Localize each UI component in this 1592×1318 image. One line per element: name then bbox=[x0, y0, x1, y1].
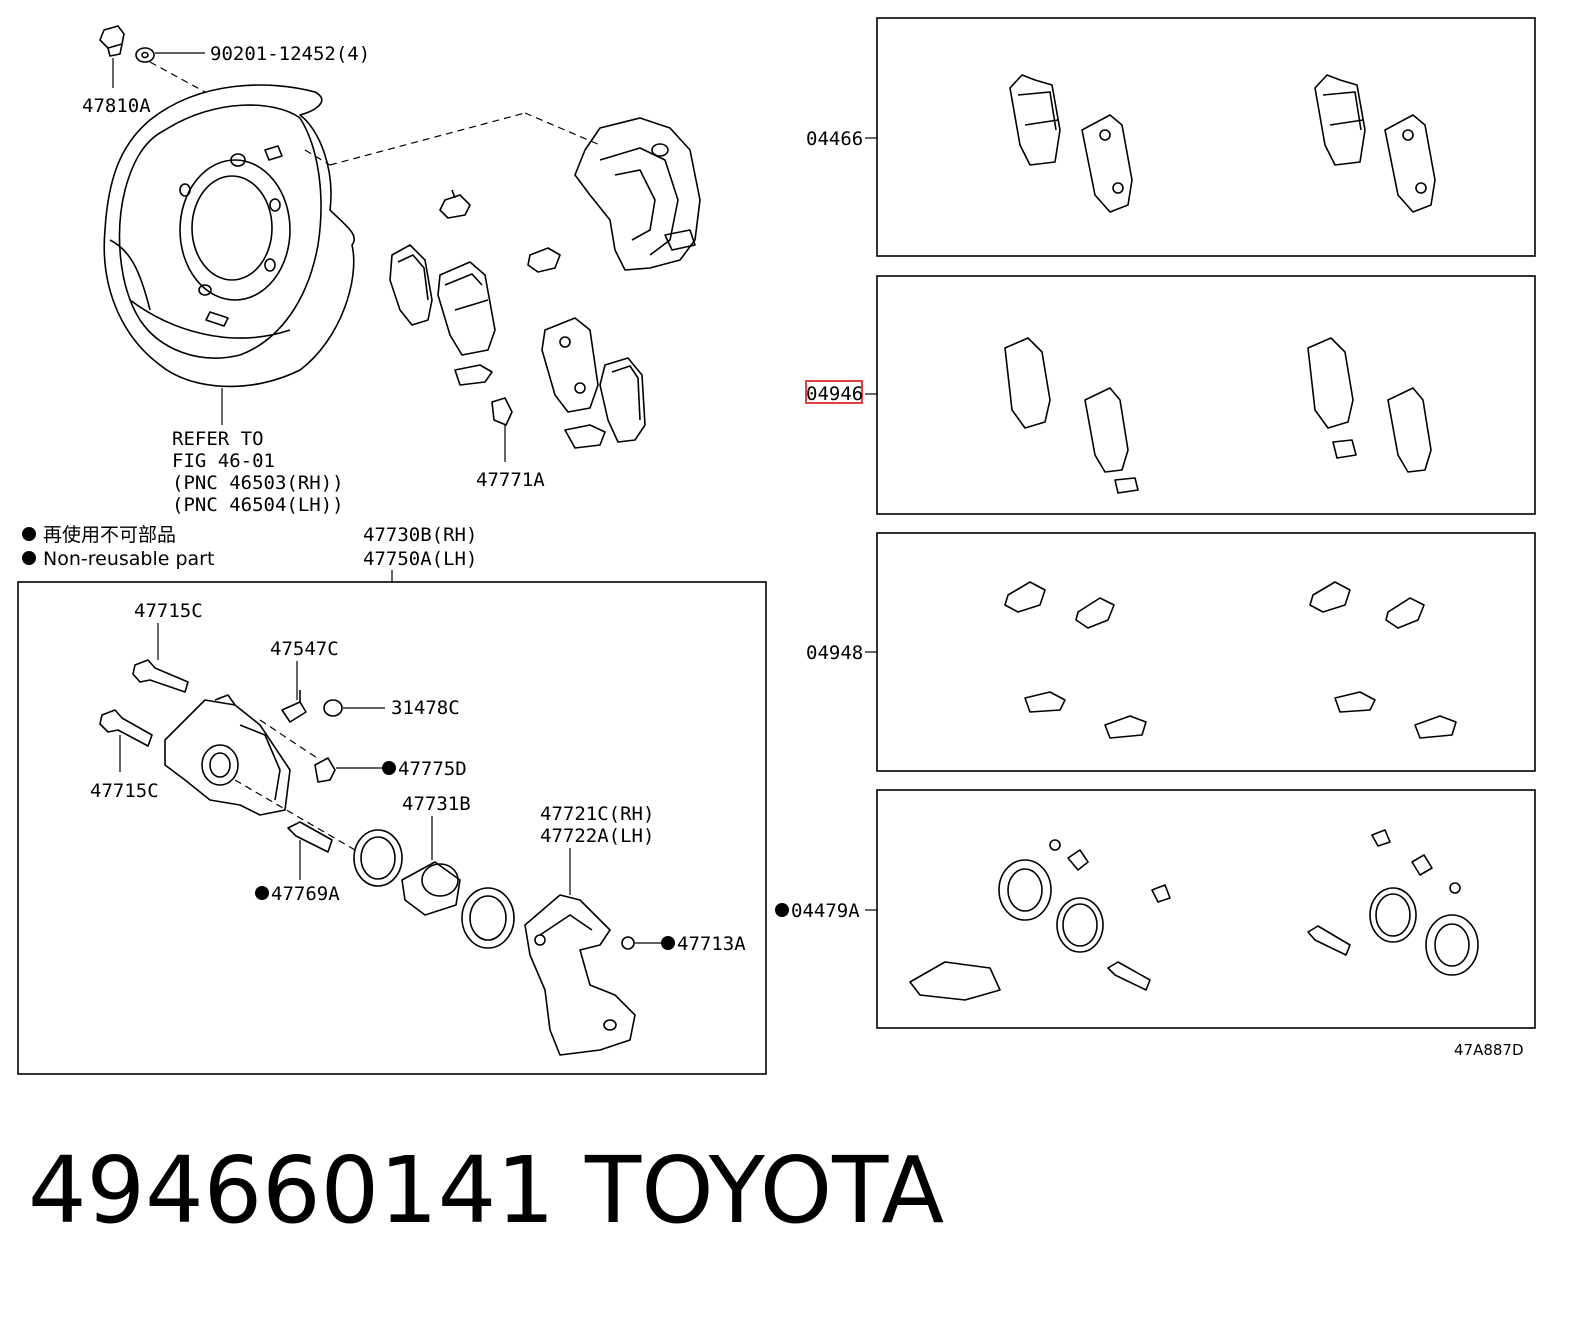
guide-pin-47769A[interactable] bbox=[287, 821, 333, 853]
kit-04479A[interactable]: 04479A bbox=[775, 789, 1536, 1029]
label-47769A: 47769A bbox=[271, 883, 340, 905]
caliper-assembly: 47715C 47715C 47547C 31478C bbox=[90, 600, 746, 1056]
piston-seal[interactable] bbox=[353, 829, 403, 887]
label-47750A: 47750A(LH) bbox=[363, 548, 477, 570]
label-47730B: 47730B(RH) bbox=[363, 524, 477, 546]
label-47715C-top: 47715C bbox=[134, 600, 203, 622]
caliper-mounting-bracket[interactable] bbox=[524, 894, 636, 1056]
pad-set-04466-right bbox=[1314, 74, 1436, 213]
label-04948: 04948 bbox=[806, 642, 863, 664]
clip-set-04948-left bbox=[1004, 581, 1147, 739]
shim-clip-upper[interactable] bbox=[439, 189, 471, 219]
shim-set-04946-left bbox=[1004, 337, 1139, 494]
shim-clip-right[interactable] bbox=[527, 247, 561, 273]
caliper-top-group: 47771A bbox=[389, 117, 701, 491]
shim-set-04946-right bbox=[1307, 337, 1432, 473]
guide-boot-47775D[interactable] bbox=[314, 757, 336, 783]
kit-04948[interactable]: 04948 bbox=[806, 532, 1536, 772]
clip-47771A[interactable] bbox=[491, 397, 513, 426]
boot-47713A[interactable] bbox=[621, 936, 635, 950]
slide-pin-upper[interactable] bbox=[132, 659, 189, 693]
label-47547C: 47547C bbox=[270, 638, 339, 660]
brake-pad-outer-right[interactable] bbox=[599, 357, 646, 443]
legend: 再使用不可部品 Non-reusable part bbox=[22, 524, 214, 570]
slide-pin-lower[interactable] bbox=[99, 709, 153, 747]
label-47721C: 47721C(RH) bbox=[540, 803, 654, 825]
seal-kit-right bbox=[1307, 829, 1479, 976]
caliper-housing-top[interactable] bbox=[574, 117, 701, 271]
label-47731B: 47731B bbox=[402, 793, 471, 815]
refer-line-3: (PNC 46503(RH)) bbox=[172, 472, 344, 494]
label-47810A: 47810A bbox=[82, 95, 151, 117]
clip-lower-left[interactable] bbox=[454, 364, 493, 386]
figure-code: 47A887D bbox=[1454, 1041, 1524, 1059]
label-47713A: 47713A bbox=[677, 933, 746, 955]
piston-47731B[interactable] bbox=[401, 861, 461, 916]
caption-part-number: 494660141 bbox=[28, 1137, 555, 1244]
label-04946: 04946 bbox=[806, 383, 863, 405]
bleeder-cap[interactable] bbox=[323, 699, 343, 717]
seal-kit-left bbox=[909, 839, 1171, 1001]
brake-pad-inner-left[interactable] bbox=[437, 261, 496, 356]
refer-line-4: (PNC 46504(LH)) bbox=[172, 494, 344, 516]
label-04466: 04466 bbox=[806, 128, 863, 150]
highlight-04946 bbox=[805, 380, 863, 404]
caliper-body[interactable] bbox=[164, 694, 291, 816]
caliper-assembly-box bbox=[17, 581, 767, 1075]
label-04479A: 04479A bbox=[791, 900, 860, 922]
label-47775D: 47775D bbox=[398, 758, 467, 780]
label-47722A: 47722A(LH) bbox=[540, 825, 654, 847]
kit-04946[interactable]: 04946 bbox=[805, 275, 1536, 515]
label-90201: 90201-12452(4) bbox=[210, 43, 370, 65]
pad-set-04466-left bbox=[1009, 74, 1133, 213]
brake-pad-outer-left[interactable] bbox=[389, 244, 433, 326]
backing-plate-group: 90201-12452(4) 47810A REFER TO FIG 46-01… bbox=[82, 25, 601, 516]
legend-en: Non-reusable part bbox=[43, 548, 214, 570]
label-47715C-bottom: 47715C bbox=[90, 780, 159, 802]
dust-boot-ring[interactable] bbox=[461, 887, 515, 949]
bleeder-screw[interactable] bbox=[281, 690, 307, 723]
bolt-47810A[interactable] bbox=[99, 25, 125, 57]
label-31478C: 31478C bbox=[391, 697, 460, 719]
brake-pad-inner-right[interactable] bbox=[541, 317, 599, 413]
label-47771A: 47771A bbox=[476, 469, 545, 491]
clip-lower-right[interactable] bbox=[564, 424, 606, 449]
dust-shield[interactable] bbox=[103, 84, 355, 388]
refer-line-1: REFER TO bbox=[172, 428, 264, 450]
refer-line-2: FIG 46-01 bbox=[172, 450, 275, 472]
caption-brand: TOYOTA bbox=[584, 1137, 944, 1244]
washer-90201[interactable] bbox=[135, 47, 155, 63]
legend-jp: 再使用不可部品 bbox=[43, 524, 176, 546]
kit-04466[interactable]: 04466 bbox=[806, 17, 1536, 257]
clip-set-04948-right bbox=[1309, 581, 1457, 739]
